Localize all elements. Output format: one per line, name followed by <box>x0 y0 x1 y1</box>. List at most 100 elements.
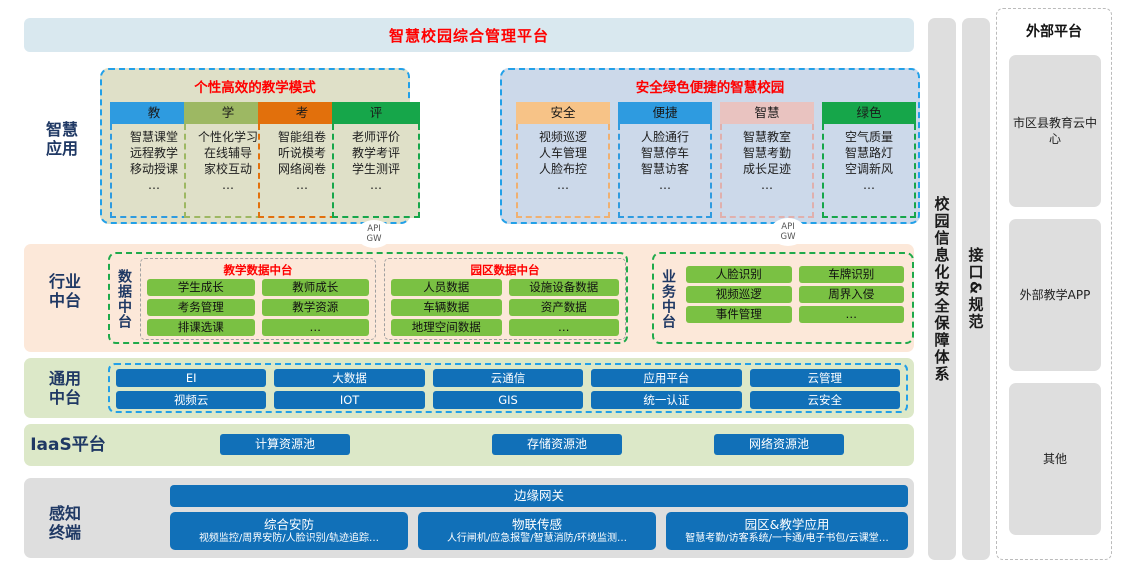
app-item: … <box>863 178 875 192</box>
general-pill[interactable]: EI <box>116 369 267 387</box>
app-item: 个性化学习 <box>197 130 258 144</box>
perception-card-subtitle: 智慧考勤/访客系统/一卡通/电子书包/云课堂… <box>685 533 889 544</box>
business-pill[interactable]: 车牌识别 <box>798 266 904 283</box>
api-gateway-line2: GW <box>780 232 796 242</box>
general-pill[interactable]: IOT <box>274 391 425 409</box>
app-item: 家校互动 <box>203 162 252 176</box>
general-pill[interactable]: 统一认证 <box>591 391 742 409</box>
general-pill[interactable]: 云安全 <box>749 391 900 409</box>
app-item: 空调新风 <box>844 162 893 176</box>
layer-application-label: 智慧 应用 <box>45 120 78 158</box>
app-item: 人脸布控 <box>538 162 587 176</box>
page-title-text: 智慧校园综合管理平台 <box>388 26 549 45</box>
group-campus-title: 安全绿色便捷的智慧校园 <box>635 80 785 96</box>
data-pill[interactable]: 排课选课 <box>147 319 255 336</box>
app-item: 视频巡逻 <box>538 130 587 144</box>
app-card-jiao[interactable]: 教 智慧课堂 远程教学 移动授课 … <box>110 102 198 218</box>
iaas-pill-storage[interactable]: 存储资源池 <box>492 434 622 455</box>
app-card-bianjie[interactable]: 便捷 人脸通行 智慧停车 智慧访客 … <box>618 102 712 218</box>
app-item: 智慧课堂 <box>129 130 178 144</box>
interface-spec-bar: 接口&规范 <box>962 18 990 560</box>
external-card-edu-cloud[interactable]: 市区县教育云中心 <box>1009 55 1101 207</box>
perception-card-security[interactable]: 综合安防 视频监控/周界安防/人脸识别/轨迹追踪… <box>170 512 408 550</box>
general-pill[interactable]: 大数据 <box>274 369 425 387</box>
data-pill[interactable]: … <box>508 319 619 336</box>
layer-application: 智慧 应用 个性高效的教学模式 教 智慧课堂 远程教学 移动授课 … 学 <box>24 60 920 232</box>
data-pill[interactable]: 人员数据 <box>391 279 502 296</box>
edge-gateway-bar[interactable]: 边缘网关 <box>170 485 908 507</box>
app-card-anquan[interactable]: 安全 视频巡逻 人车管理 人脸布控 … <box>516 102 610 218</box>
data-pill[interactable]: 资产数据 <box>508 299 619 316</box>
business-pill[interactable]: … <box>798 306 904 323</box>
data-platform-label: 数据中台 <box>116 269 132 329</box>
data-pill[interactable]: 地理空间数据 <box>391 319 502 336</box>
data-pill[interactable]: 教学资源 <box>261 299 369 316</box>
app-item: … <box>659 178 671 192</box>
campus-data-pill-grid: 人员数据 设施设备数据 车辆数据 资产数据 地理空间数据 … <box>391 279 619 336</box>
api-gateway-left: API GW <box>356 220 392 248</box>
perception-card-iot[interactable]: 物联传感 人行闸机/应急报警/智慧消防/环境监测… <box>418 512 656 550</box>
app-item: 学生测评 <box>351 162 400 176</box>
app-card-kao[interactable]: 考 智能组卷 听说模考 网络阅卷 … <box>258 102 346 218</box>
app-item: 成长足迹 <box>742 162 791 176</box>
app-card-jiao-header: 教 <box>110 102 198 124</box>
data-pill[interactable]: 学生成长 <box>147 279 255 296</box>
app-item: 远程教学 <box>129 146 178 160</box>
app-item: 智慧考勤 <box>742 146 791 160</box>
iaas-pill-compute[interactable]: 计算资源池 <box>220 434 350 455</box>
general-platform-box: EI 大数据 云通信 应用平台 云管理 视频云 IOT GIS 统一认证 云安全 <box>108 363 908 413</box>
group-smart-campus: 安全绿色便捷的智慧校园 安全 视频巡逻 人车管理 人脸布控 … 便捷 人脸通行 … <box>500 68 920 224</box>
business-pill-grid: 人脸识别 车牌识别 视频巡逻 周界入侵 事件管理 … <box>686 266 904 323</box>
general-pill[interactable]: 云管理 <box>749 369 900 387</box>
app-item: … <box>370 178 382 192</box>
app-card-anquan-body: 视频巡逻 人车管理 人脸布控 … <box>516 124 610 218</box>
app-item: 智慧路灯 <box>844 146 893 160</box>
external-card-other[interactable]: 其他 <box>1009 383 1101 535</box>
api-gateway-line2: GW <box>366 234 382 244</box>
data-pill[interactable]: 车辆数据 <box>391 299 502 316</box>
perception-card-subtitle: 视频监控/周界安防/人脸识别/轨迹追踪… <box>198 533 380 544</box>
app-card-zhihui-body: 智慧教室 智慧考勤 成长足迹 … <box>720 124 814 218</box>
external-platform-title: 外部平台 <box>1026 24 1082 40</box>
general-pill[interactable]: 视频云 <box>116 391 267 409</box>
app-card-zhihui-header: 智慧 <box>720 102 814 124</box>
data-pill[interactable]: 教师成长 <box>261 279 369 296</box>
app-item: 空气质量 <box>844 130 893 144</box>
app-item: 智慧教室 <box>742 130 791 144</box>
group-teaching-mode: 个性高效的教学模式 教 智慧课堂 远程教学 移动授课 … 学 个性化学习 在线辅… <box>100 68 420 224</box>
data-pill[interactable]: 设施设备数据 <box>508 279 619 296</box>
app-item: 智能组卷 <box>277 130 326 144</box>
app-card-bianjie-header: 便捷 <box>618 102 712 124</box>
external-card-teaching-app[interactable]: 外部教学APP <box>1009 219 1101 371</box>
data-platform-box: 数据中台 教学数据中台 学生成长 教师成长 考务管理 教学资源 排课选课 … 园… <box>108 252 628 344</box>
app-card-kao-header: 考 <box>258 102 346 124</box>
business-pill[interactable]: 人脸识别 <box>686 266 792 283</box>
general-pill[interactable]: 云通信 <box>432 369 584 387</box>
app-item: 智慧访客 <box>640 162 689 176</box>
app-item: 移动授课 <box>129 162 178 176</box>
iaas-pill-network[interactable]: 网络资源池 <box>714 434 844 455</box>
external-platform-panel: 外部平台 市区县教育云中心 外部教学APP 其他 <box>996 8 1112 560</box>
app-item: 老师评价 <box>351 130 400 144</box>
business-pill[interactable]: 事件管理 <box>686 306 792 323</box>
general-pill[interactable]: GIS <box>432 391 584 409</box>
general-pill[interactable]: 应用平台 <box>591 369 742 387</box>
group-teaching-title: 个性高效的教学模式 <box>194 80 316 96</box>
app-card-lvse[interactable]: 绿色 空气质量 智慧路灯 空调新风 … <box>822 102 916 218</box>
app-item: 网络阅卷 <box>277 162 326 176</box>
layer-perception: 感知 终端 边缘网关 综合安防 视频监控/周界安防/人脸识别/轨迹追踪… 物联传… <box>24 478 914 558</box>
app-item: … <box>557 178 569 192</box>
business-pill[interactable]: 周界入侵 <box>798 286 904 303</box>
app-card-xue[interactable]: 学 个性化学习 在线辅导 家校互动 … <box>184 102 272 218</box>
data-pill[interactable]: 考务管理 <box>147 299 255 316</box>
layer-general-label: 通用 中台 <box>48 369 81 407</box>
campus-data-platform-title: 园区数据中台 <box>470 263 540 277</box>
app-item: … <box>761 178 773 192</box>
app-card-zhihui[interactable]: 智慧 智慧教室 智慧考勤 成长足迹 … <box>720 102 814 218</box>
perception-card-campus[interactable]: 园区&教学应用 智慧考勤/访客系统/一卡通/电子书包/云课堂… <box>666 512 908 550</box>
api-gateway-line1: API <box>367 224 381 234</box>
app-card-ping[interactable]: 评 老师评价 教学考评 学生测评 … <box>332 102 420 218</box>
data-pill[interactable]: … <box>261 319 369 336</box>
api-gateway-line1: API <box>781 222 795 232</box>
business-pill[interactable]: 视频巡逻 <box>686 286 792 303</box>
